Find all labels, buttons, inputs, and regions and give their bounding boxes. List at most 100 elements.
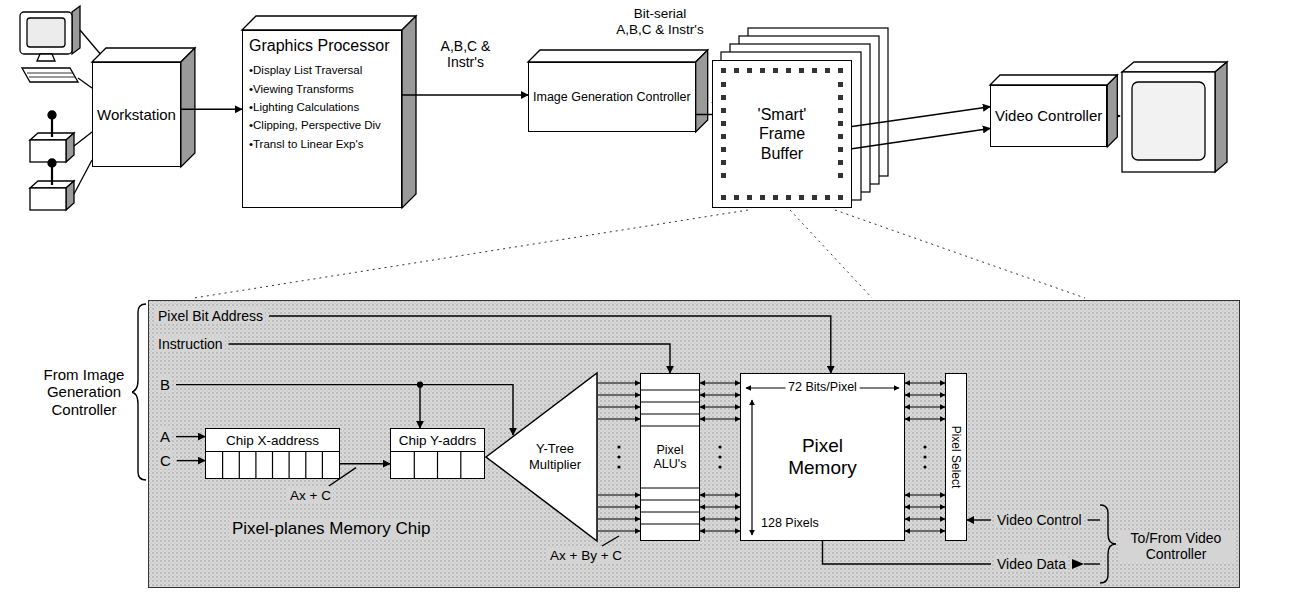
chip-square	[734, 68, 739, 73]
chip-square	[838, 134, 843, 139]
chip-square	[747, 68, 752, 73]
workstation-box: Workstation	[92, 62, 181, 167]
connector-line	[598, 418, 640, 419]
connector-line	[598, 394, 640, 395]
chip-square	[812, 68, 817, 73]
register-cell	[289, 452, 290, 478]
cable	[74, 160, 92, 194]
chip-square	[721, 95, 726, 100]
chip-square	[838, 173, 843, 178]
alu-cell	[641, 512, 699, 513]
connector-line	[905, 530, 945, 531]
chip-square	[838, 121, 843, 126]
connector-line	[700, 382, 740, 383]
node-label: Pixel Select	[949, 426, 963, 489]
node-label: Pixel-planes Memory Chip	[229, 519, 433, 539]
connector-line	[598, 530, 640, 531]
signal-wire	[1088, 519, 1100, 520]
register-title: Chip X-address	[206, 429, 339, 452]
register-cell	[305, 452, 306, 478]
signal-label: From Image Generation Controller	[36, 366, 132, 418]
chip-square	[721, 121, 726, 126]
edge-label: A,B,C & Instr's	[428, 38, 503, 70]
signal-label: To/From Video Controller	[1118, 530, 1234, 562]
connector-line	[700, 518, 740, 519]
connector-line	[700, 406, 740, 407]
chip-square	[734, 195, 739, 200]
chip-square	[799, 68, 804, 73]
cable	[74, 132, 92, 146]
chip-square	[760, 68, 765, 73]
joystick-icon	[66, 181, 74, 210]
chip-square	[799, 195, 804, 200]
signal-label: Instruction	[156, 336, 225, 352]
chip-square	[721, 82, 726, 87]
ellipsis-dot	[923, 455, 926, 458]
monitor-icon	[20, 6, 80, 82]
chip-square	[838, 147, 843, 152]
connector-line	[598, 382, 640, 383]
chip-square	[838, 82, 843, 87]
joystick-icon	[30, 140, 66, 162]
display-monitor	[1122, 72, 1215, 172]
chip-square	[838, 195, 843, 200]
output-arrowhead	[1072, 559, 1084, 569]
register-cell	[272, 452, 273, 478]
register-cell	[222, 452, 223, 478]
register-cells	[391, 452, 484, 478]
node-item: •Clipping, Perspective Div	[249, 116, 381, 134]
register-name: Chip X-address	[226, 433, 319, 448]
cable	[78, 78, 92, 88]
alu-cell	[641, 500, 699, 501]
chip-square	[721, 134, 726, 139]
alu-cell	[641, 488, 699, 489]
zoom-line	[790, 210, 872, 298]
memory-name: Pixel Memory	[773, 435, 873, 479]
depth-label: 128 Pixels	[761, 516, 819, 530]
connector-line	[905, 418, 945, 419]
node-label: 'Smart' Frame Buffer	[743, 104, 821, 164]
chip-ground	[148, 300, 1240, 588]
monitor-icon	[27, 73, 73, 74]
signal-label: A	[158, 428, 172, 445]
alu-cell	[641, 414, 699, 415]
ellipsis-dot	[923, 465, 926, 468]
box-top-face	[990, 75, 1117, 85]
box-side-face	[1107, 75, 1117, 147]
register-cells	[206, 452, 339, 478]
node-item: •Viewing Transforms	[249, 80, 354, 98]
dimension-arrow	[751, 400, 752, 535]
joystick-icon	[66, 133, 74, 162]
register-cell	[391, 452, 484, 478]
display-monitor	[1215, 62, 1227, 172]
register-cell	[460, 452, 461, 478]
node-label: Pixel ALU's	[646, 441, 694, 474]
node-label: Image Generation Controller	[533, 90, 691, 104]
tree-multiplier: Y-Tree Multiplier	[485, 372, 598, 542]
input-bracket	[1100, 505, 1116, 583]
signal-wire	[967, 519, 991, 520]
box-top-face	[242, 16, 416, 30]
signal-label: Ax + By + C	[548, 548, 624, 564]
signal-label: Video Data	[995, 556, 1068, 572]
y-address-register: Chip Y-addrs	[390, 428, 485, 479]
alu-cell	[641, 524, 699, 525]
monitor-icon	[37, 54, 55, 61]
connector-line	[700, 506, 740, 507]
connector-line	[402, 94, 528, 96]
ellipsis-dot	[718, 455, 721, 458]
connector-line	[181, 109, 242, 111]
dimension-arrow	[746, 387, 899, 388]
chip-square	[721, 160, 726, 165]
joystick-icon	[48, 111, 56, 119]
memory-chip-panel: Pixel-planes Memory Chip Chip X-address Ch…	[148, 300, 1240, 588]
display-monitor	[1132, 82, 1205, 160]
node-item: •Display List Traversal	[249, 61, 362, 79]
joystick-icon	[30, 111, 74, 210]
connector-line	[905, 382, 945, 383]
ellipsis-dot	[923, 445, 926, 448]
connector-line	[905, 394, 945, 395]
junction-dot	[418, 382, 423, 387]
box-top-face	[528, 50, 708, 62]
joystick-icon	[51, 166, 53, 185]
